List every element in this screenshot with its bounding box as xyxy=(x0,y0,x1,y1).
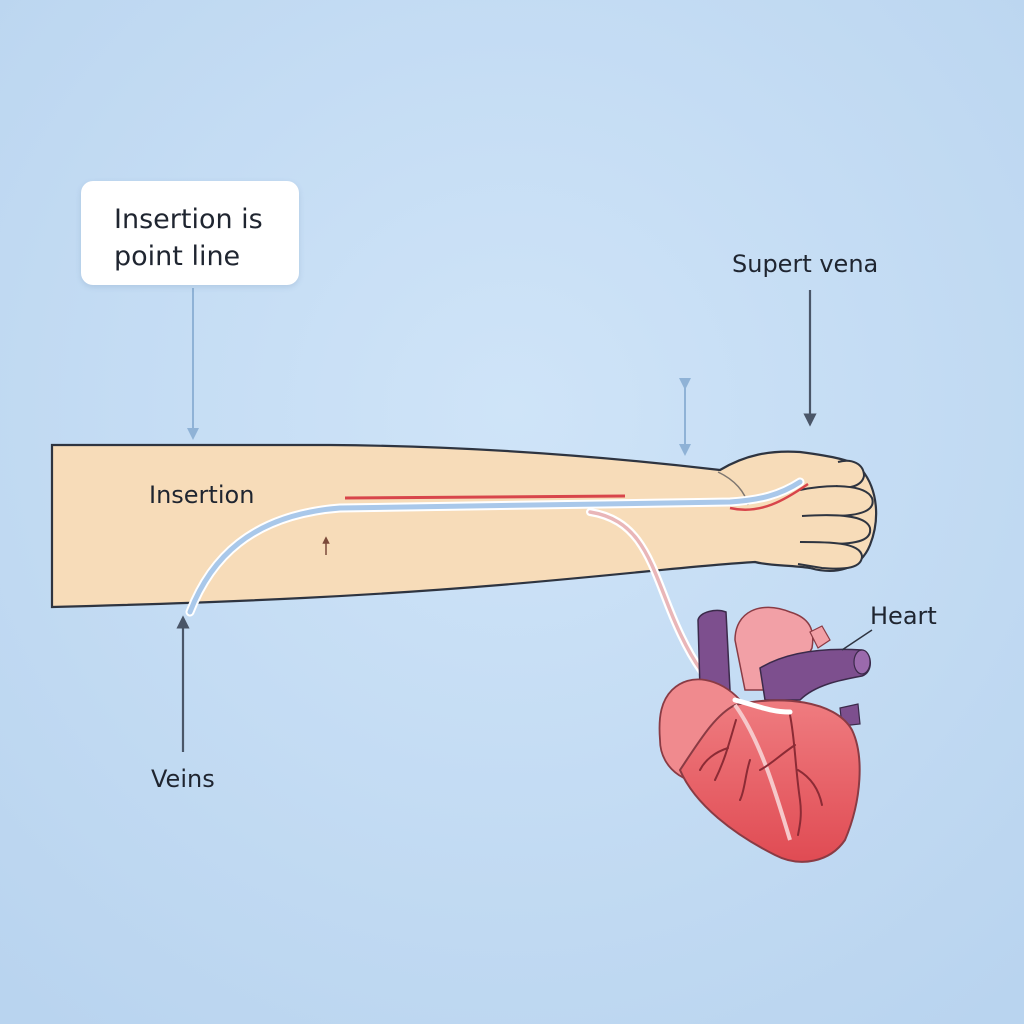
finger-3 xyxy=(797,541,864,570)
superior-vena-cava-label: Supert vena xyxy=(732,250,879,278)
callout-line-1: Insertion is xyxy=(114,204,263,235)
vessel-opening xyxy=(853,649,871,675)
finger-2 xyxy=(799,514,872,546)
heart-illustration xyxy=(658,606,871,863)
insertion-label: Insertion xyxy=(149,481,255,509)
heart-leader-line xyxy=(841,629,873,651)
vessel-purple-left xyxy=(697,609,731,691)
catheter-tip xyxy=(732,697,793,715)
coronary-vessels xyxy=(699,714,823,836)
finger-1 xyxy=(799,485,874,517)
callout-line-2: point line xyxy=(114,241,241,272)
vessel-top-right xyxy=(809,625,831,649)
heart-label: Heart xyxy=(870,602,937,630)
forearm xyxy=(50,443,878,609)
veins-label: Veins xyxy=(151,765,215,793)
annotations xyxy=(176,288,873,752)
callout-box: Insertion is point line xyxy=(81,181,299,285)
thumb xyxy=(835,459,866,489)
